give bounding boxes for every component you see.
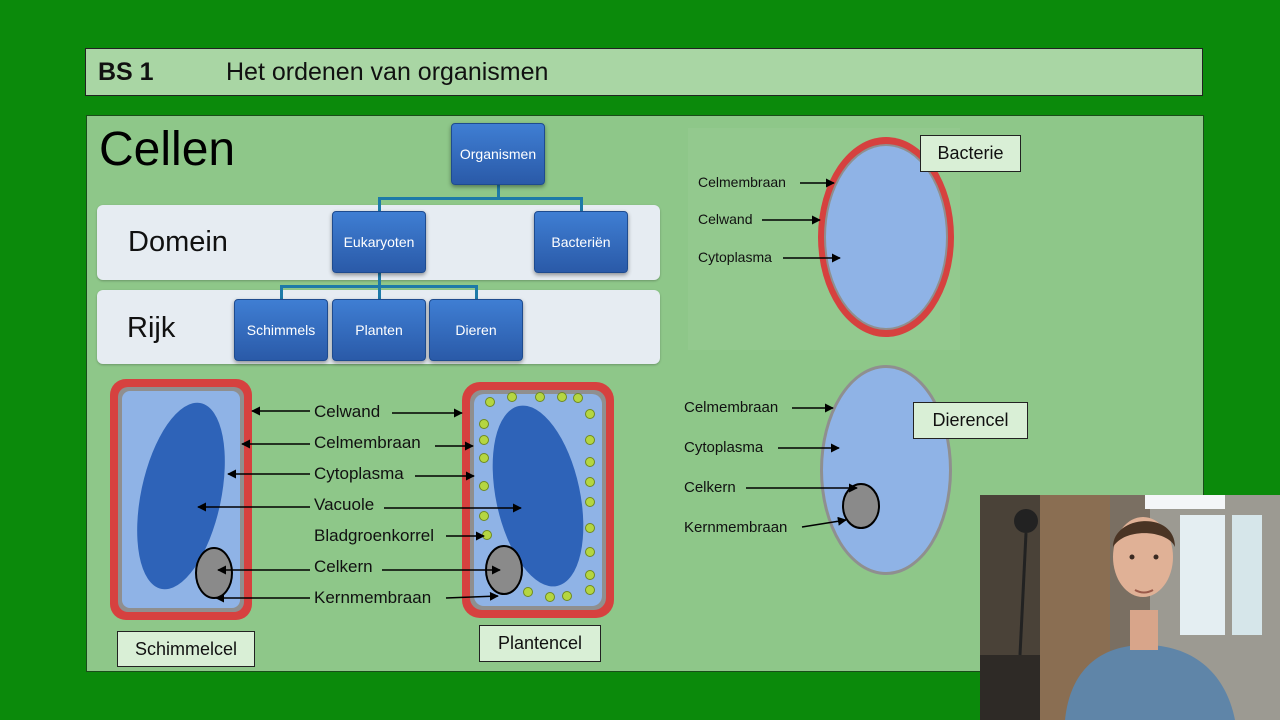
node-dieren: Dieren: [429, 299, 523, 361]
bacteria-label-celmembraan: Celmembraan: [698, 174, 786, 190]
bacteria-cytoplasm: [826, 146, 946, 328]
caption-dierencel: Dierencel: [913, 402, 1028, 439]
presenter-face: [1113, 517, 1173, 597]
tree-connector: [580, 197, 583, 211]
animal-label-cytoplasma: Cytoplasma: [684, 439, 764, 456]
presenter-shirt: [1065, 645, 1235, 720]
fungus-cell: [110, 379, 252, 620]
label-cytoplasma: Cytoplasma: [314, 464, 404, 483]
label-celwand: Celwand: [314, 402, 380, 421]
label-kernmembraan: Kernmembraan: [314, 588, 431, 607]
tree-connector: [378, 197, 381, 211]
tree-connector: [497, 185, 500, 199]
rijk-label: Rijk: [127, 312, 176, 344]
caption-schimmelcel: Schimmelcel: [117, 631, 255, 667]
shared-labels: Celwand Celmembraan Cytoplasma Vacuole B…: [314, 402, 434, 607]
label-bladgroenkorrel: Bladgroenkorrel: [314, 526, 434, 545]
animal-label-kernmembraan: Kernmembraan: [684, 519, 787, 536]
node-schimmels: Schimmels: [234, 299, 328, 361]
plant-vacuole: [492, 405, 584, 587]
fungus-nucleus: [195, 547, 233, 599]
chloroplasts: [479, 392, 595, 602]
tree-connector: [378, 285, 381, 299]
shared-arrows: [197, 406, 522, 603]
animal-nucleus: [842, 483, 880, 529]
animal-cell: [820, 365, 952, 575]
header-bar: BS 1 Het ordenen van organismen: [85, 48, 1203, 96]
bacteria-label-cytoplasma: Cytoplasma: [698, 249, 772, 265]
webcam-scene: [980, 495, 1280, 720]
bacteria-label-celwand: Celwand: [698, 211, 752, 227]
node-eukaryoten: Eukaryoten: [332, 211, 426, 273]
plant-cell: [462, 382, 614, 618]
chapter-title: Het ordenen van organismen: [226, 58, 549, 86]
node-organismen: Organismen: [451, 123, 545, 185]
tree-connector: [378, 197, 583, 200]
chapter-code: BS 1: [98, 58, 154, 86]
label-vacuole: Vacuole: [314, 495, 374, 514]
presenter-webcam: [980, 495, 1280, 720]
tree-connector: [280, 285, 283, 299]
caption-plantencel: Plantencel: [479, 625, 601, 662]
animal-label-celmembraan: Celmembraan: [684, 399, 778, 416]
animal-label-celkern: Celkern: [684, 479, 736, 496]
tree-connector: [378, 273, 381, 287]
bacteria-cell: [688, 128, 960, 350]
label-celmembraan: Celmembraan: [314, 433, 421, 452]
caption-bacterie: Bacterie: [920, 135, 1021, 172]
label-celkern: Celkern: [314, 557, 373, 576]
node-planten: Planten: [332, 299, 426, 361]
domein-label: Domein: [128, 226, 228, 258]
slide-title: Cellen: [99, 123, 236, 176]
animal-cytoplasm: [823, 368, 949, 572]
node-bacterien: Bacteriën: [534, 211, 628, 273]
presenter-hair: [1113, 521, 1175, 547]
fungus-vacuole: [137, 402, 225, 590]
tree-connector: [475, 285, 478, 299]
